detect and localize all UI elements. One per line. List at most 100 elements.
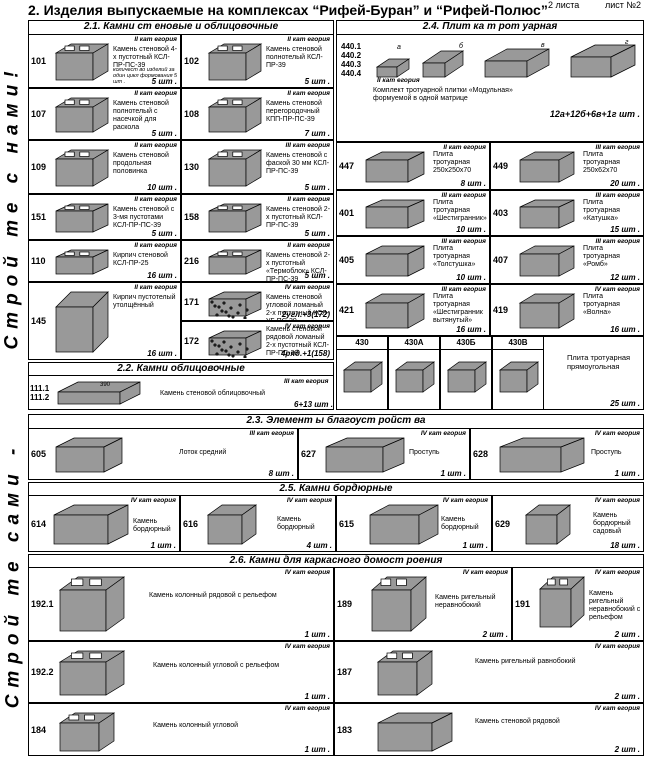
product-number: 405: [339, 255, 355, 265]
category-label: II кат егория: [134, 142, 177, 149]
tile-rect-icon: [445, 359, 489, 400]
product-number: 151: [31, 212, 47, 222]
product-number: 629: [495, 518, 511, 529]
product-icon: [53, 201, 111, 239]
product-icon: [367, 502, 441, 551]
category-label: IV кат егория: [594, 430, 640, 437]
tile-rect-number: 430А: [404, 338, 424, 347]
product-qty: 1 шт .: [150, 541, 176, 550]
product-qty: 16 шт .: [610, 325, 640, 334]
product-icon: [51, 502, 131, 551]
tile-modular-icon: а б в г: [375, 39, 636, 78]
product-icon: [206, 147, 264, 193]
page-count: 2 листа: [548, 0, 580, 10]
product-extra: количест во изделий за один цикл формова…: [113, 67, 178, 85]
section-facing: [28, 362, 334, 410]
category-label: IV кат егория: [284, 323, 330, 330]
category-label: II кат егория: [287, 90, 330, 97]
product-icon: [53, 289, 111, 359]
product-name: Плита тротуарная «Волна»: [583, 293, 620, 316]
product-icon: [363, 197, 427, 235]
product-qty: 2угл.+3(172): [281, 310, 330, 319]
product-number: 130: [184, 162, 200, 172]
product-number: 192.2: [31, 667, 54, 677]
product-icon: [53, 95, 111, 139]
category-label: IV кат егория: [594, 643, 640, 650]
category-label: III кат егория: [595, 192, 640, 199]
product-icon: [363, 291, 427, 335]
product-icon: [517, 149, 577, 189]
product-qty: 2 шт .: [482, 630, 508, 639]
category-label: IV кат егория: [594, 286, 640, 293]
product-number: 107: [31, 109, 47, 119]
product-qty: 1 шт .: [614, 469, 640, 478]
tile-rect-430А: 430А: [388, 336, 440, 410]
product-number: 419: [493, 305, 509, 315]
product-qty: 5 шт .: [304, 229, 330, 238]
category-label: IV кат егория: [594, 705, 640, 712]
product-name: Проступь: [591, 449, 622, 456]
product-number: 183: [337, 724, 353, 735]
product-qty: 1 шт .: [440, 469, 466, 478]
product-number: 616: [183, 518, 199, 529]
product-qty: 5 шт .: [304, 77, 330, 86]
product-qty: 16 шт .: [147, 271, 177, 280]
category-label: IV кат егория: [284, 284, 330, 291]
section-frame-title: 2.6. Камни для каркасного домост роения: [229, 555, 443, 566]
product-qty: 1 шт .: [304, 692, 330, 701]
category-label: III кат егория: [249, 430, 294, 437]
tile-rect-icon: [497, 359, 541, 400]
divider: [337, 349, 387, 350]
product-qty: 10 шт .: [456, 273, 486, 282]
product-name: Камень стеновой 4-х пустотный КСЛ-ПР-ПС-…: [113, 46, 178, 69]
product-icon: [206, 328, 264, 359]
sidebar-slogan-bottom-text: Строй те сами -: [2, 441, 24, 709]
sheet-number: лист №2: [605, 0, 642, 10]
divider: [389, 349, 439, 350]
tile-rect-name: Плита тротуарная прямоугольная: [567, 353, 631, 371]
product-number: 449: [493, 161, 509, 171]
category-label: IV кат егория: [284, 705, 330, 712]
tile-rect-qty: 25 шт .: [610, 399, 640, 408]
product-number: 102: [184, 56, 200, 66]
category-label: IV кат егория: [286, 497, 332, 504]
product-number: 191: [515, 599, 531, 609]
category-label: III кат егория: [595, 238, 640, 245]
category-label: II кат егория: [134, 284, 177, 291]
tile-modular-num-2: 440.2: [341, 51, 362, 60]
product-name: Плита тротуарная «Шестигранник вытянутый…: [433, 293, 483, 324]
product-name: Камень стеновой полнотелый с насечкой дл…: [113, 100, 169, 131]
product-number: 403: [493, 208, 509, 218]
product-qty: 1 шт .: [304, 745, 330, 754]
product-number: 192.1: [31, 599, 54, 609]
product-name: Кирпич стеновой КСЛ-ПР-25: [113, 252, 168, 267]
product-icon: [205, 502, 259, 551]
section-improve-title: 2.3. Элемент ы благоуст ройст ва: [246, 415, 426, 426]
sidebar-slogan-top-text: Строй те с нами!: [2, 64, 24, 350]
product-qty: 2 шт .: [614, 692, 640, 701]
product-qty: 5 шт .: [151, 129, 177, 138]
product-qty: 16 шт .: [147, 349, 177, 358]
category-label: II кат егория: [287, 242, 330, 249]
product-name: Проступь: [409, 449, 440, 456]
section-tiles-title: 2.4. Плит ка т рот уарная: [422, 21, 558, 32]
category-label: IV кат егория: [130, 497, 176, 504]
section-walls-title: 2.1. Камни ст еновые и облицовочные: [83, 21, 279, 32]
product-icon: [537, 574, 587, 635]
letter-v: в: [541, 42, 545, 49]
